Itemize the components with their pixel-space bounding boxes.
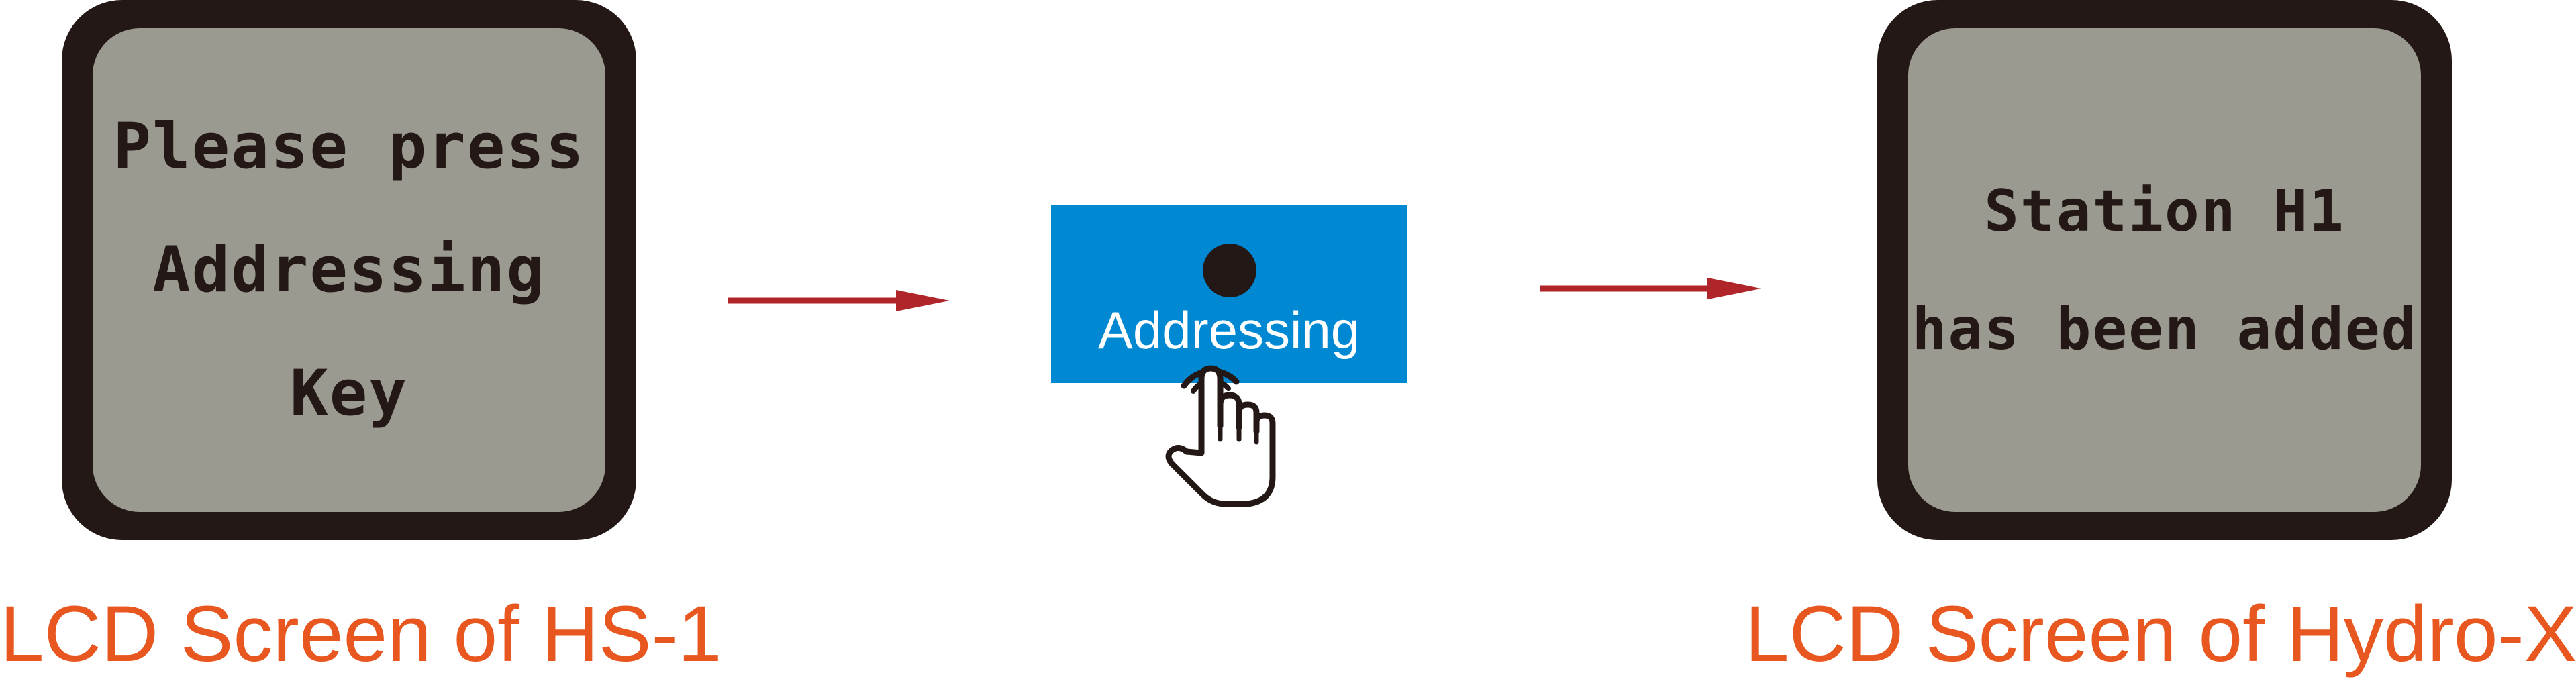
hydrox-lcd-display: Station H1 has been added <box>1908 28 2421 512</box>
pointing-hand-icon <box>1165 365 1276 507</box>
hs1-lcd-line-1: Please press <box>113 109 585 183</box>
hydrox-lcd-screen: Station H1 has been added <box>1877 0 2452 540</box>
addressing-button[interactable]: Addressing <box>1051 205 1407 383</box>
hs1-lcd-display: Please press Addressing Key <box>93 28 605 512</box>
addressing-button-label: Addressing <box>1097 301 1360 360</box>
hs1-lcd-line-2: Addressing <box>152 233 546 307</box>
hs1-lcd-screen: Please press Addressing Key <box>62 0 636 540</box>
button-indicator-dot <box>1203 244 1256 297</box>
hs1-caption: LCD Screen of HS-1 <box>0 590 722 678</box>
arrow-right-icon <box>728 290 950 311</box>
hydrox-caption: LCD Screen of Hydro-X <box>1745 590 2576 678</box>
hydrox-lcd-line-1: Station H1 <box>1984 177 2345 245</box>
hydrox-lcd-line-2: has been added <box>1912 295 2418 363</box>
hs1-lcd-line-3: Key <box>290 356 408 430</box>
arrow-right-icon <box>1540 278 1761 299</box>
